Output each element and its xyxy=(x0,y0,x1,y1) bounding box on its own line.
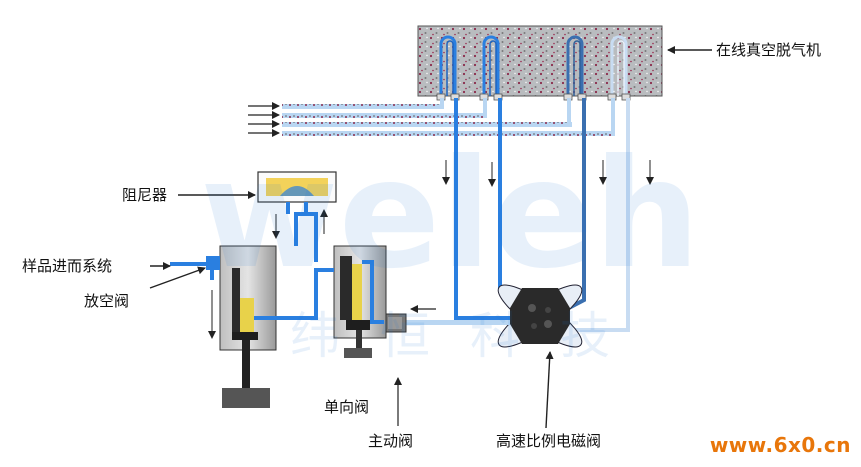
damper xyxy=(257,171,337,214)
site-watermark: www.6x0.cn xyxy=(709,433,851,457)
label-vacuum-degasser: 在线真空脱气机 xyxy=(716,41,822,59)
active-inlet-valve xyxy=(383,313,407,426)
label-vent-valve: 放空阀 xyxy=(84,292,130,310)
label-active-valve: 主动阀 xyxy=(368,432,414,450)
watermark-logo: weleh xyxy=(200,128,701,302)
right-pump-head xyxy=(333,245,387,358)
watermark-subtext: 纬恒科技 xyxy=(290,307,650,365)
label-damper: 阻尼器 xyxy=(122,186,168,204)
left-pump-head xyxy=(208,245,277,408)
label-pointers xyxy=(149,46,712,429)
solvent-inlet-lines xyxy=(248,98,615,137)
pump-inlet-line xyxy=(378,305,510,325)
label-check-valve: 单向阀 xyxy=(324,398,370,416)
sample-system-outlet xyxy=(170,256,220,280)
label-sample-system: 样品进而系统 xyxy=(22,257,113,275)
vacuum-degasser xyxy=(417,25,663,101)
label-proportioning-valve: 高速比例电磁阀 xyxy=(496,432,602,450)
proportioning-valve xyxy=(497,284,583,348)
